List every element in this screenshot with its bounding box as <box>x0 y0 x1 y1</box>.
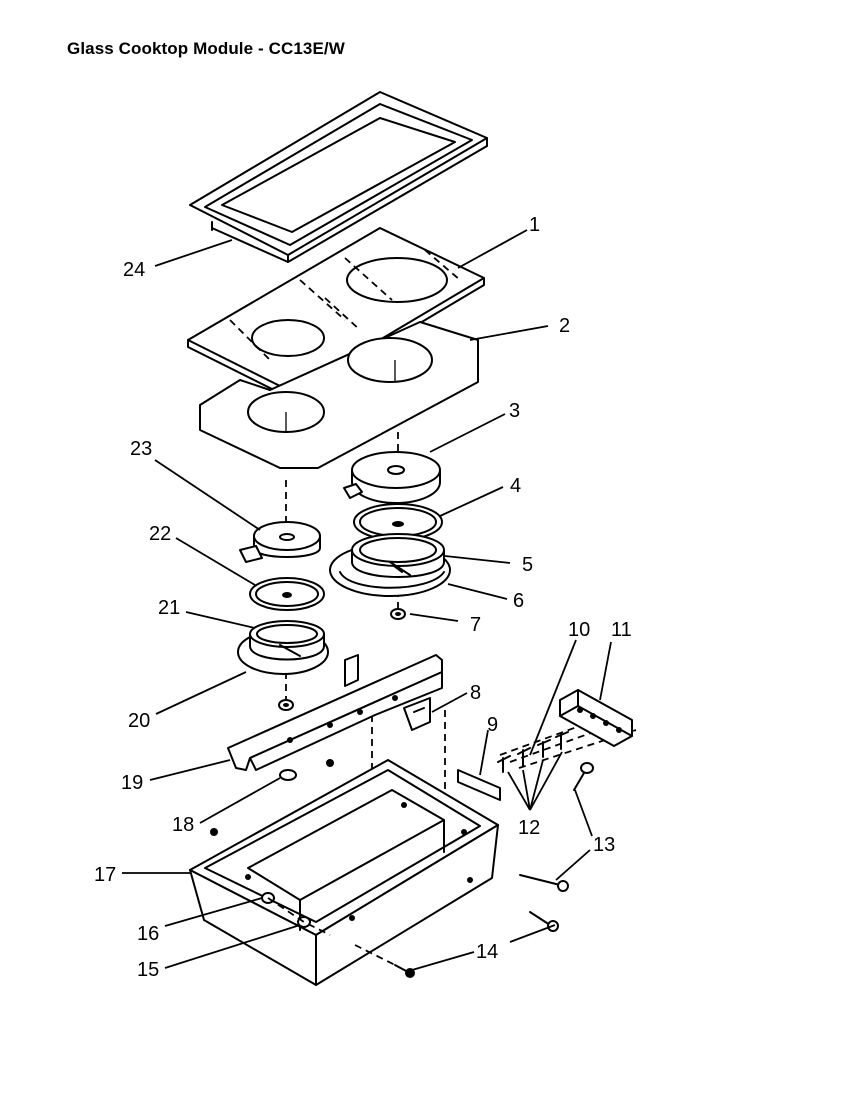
part-22-small-support-ring <box>249 577 325 611</box>
callout-20: 20 <box>128 710 150 732</box>
callout-labels: 1 2 3 4 5 6 7 8 9 10 11 12 13 14 15 16 1… <box>94 214 632 981</box>
callout-12: 12 <box>518 817 540 839</box>
part-15-16-studs <box>261 892 331 936</box>
part-23-small-element <box>239 521 321 563</box>
part-3-large-element <box>343 451 441 504</box>
part-17-housing-box <box>189 759 499 986</box>
callout-2: 2 <box>559 315 570 337</box>
callout-3: 3 <box>509 400 520 422</box>
part-13-screw <box>573 762 594 791</box>
callout-16: 16 <box>137 923 159 945</box>
callout-15: 15 <box>137 959 159 981</box>
part-24-trim-frame <box>189 91 488 263</box>
callout-23: 23 <box>130 438 152 460</box>
callout-8: 8 <box>470 682 481 704</box>
diagram-title: Glass Cooktop Module - CC13E/W <box>67 39 345 58</box>
callout-9: 9 <box>487 714 498 736</box>
part-7-nut <box>390 608 406 620</box>
callout-11: 11 <box>611 619 632 641</box>
part-18-screws <box>210 759 334 836</box>
part-19-mounting-bracket <box>227 654 443 771</box>
callout-6: 6 <box>513 590 524 612</box>
callout-21: 21 <box>158 597 180 619</box>
part-small-pan-nut <box>278 699 294 711</box>
callout-10: 10 <box>568 619 590 641</box>
callout-4: 4 <box>510 475 521 497</box>
callout-5: 5 <box>522 554 533 576</box>
callout-19: 19 <box>121 772 143 794</box>
part-20-21-small-pan <box>237 620 329 675</box>
part-8-clip <box>403 697 431 731</box>
callout-7: 7 <box>470 614 481 636</box>
callout-18: 18 <box>172 814 194 836</box>
part-5-6-large-pan <box>329 533 451 597</box>
part-1-glass-top <box>187 227 485 400</box>
callout-24: 24 <box>123 259 145 281</box>
part-11-terminal-block <box>559 689 633 747</box>
callout-22: 22 <box>149 523 171 545</box>
leader-lines <box>122 229 612 971</box>
part-2-heat-shield <box>199 321 479 469</box>
callout-13: 13 <box>593 834 615 856</box>
callout-1: 1 <box>529 214 540 236</box>
part-9-bracket <box>457 769 501 801</box>
callout-14: 14 <box>476 941 498 963</box>
callout-17: 17 <box>94 864 116 886</box>
part-10-12-connectors <box>497 731 569 773</box>
